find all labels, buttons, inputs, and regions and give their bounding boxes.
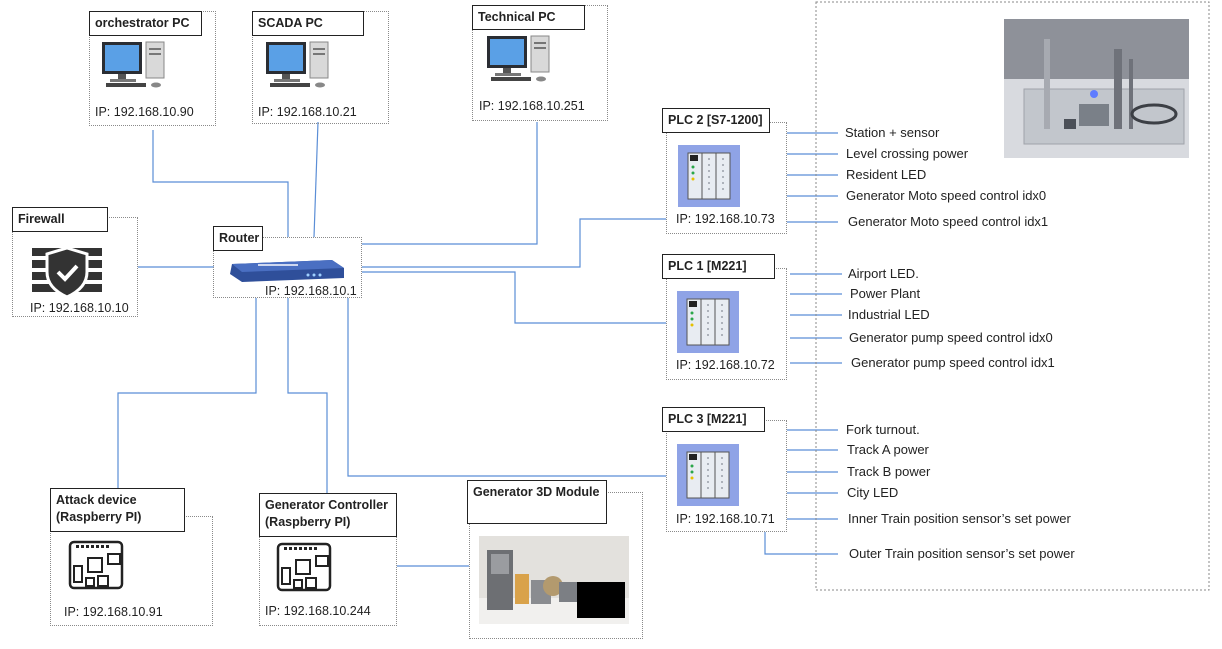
plc-module-icon xyxy=(678,145,740,212)
desktop-computer-icon xyxy=(100,40,172,93)
plc2-signal: Generator Moto speed control idx0 xyxy=(846,188,1047,203)
plc1-signal: Generator pump speed control idx1 xyxy=(851,355,1055,370)
plc3-signal: Track B power xyxy=(847,464,931,479)
plc3-signal: City LED xyxy=(847,485,899,500)
plc3-signal: Outer Train position sensor’s set power xyxy=(849,546,1075,561)
plc1-signal: Industrial LED xyxy=(848,307,930,322)
orchestrator-pc-title: orchestrator PC xyxy=(89,11,202,36)
raspberry-pi-board-icon xyxy=(276,542,332,597)
orchestrator-pc-ip: IP: 192.168.10.90 xyxy=(95,105,194,119)
plc3-title: PLC 3 [M221] xyxy=(662,407,765,432)
plc1-title: PLC 1 [M221] xyxy=(662,254,775,279)
plc2-ip: IP: 192.168.10.73 xyxy=(676,212,775,226)
plant-area xyxy=(815,1,1210,591)
generator-controller-ip: IP: 192.168.10.244 xyxy=(265,604,371,618)
plc-module-icon xyxy=(677,291,739,358)
plc1-signal: Airport LED. xyxy=(848,266,919,281)
router-title: Router xyxy=(213,226,263,251)
link-generator-controller xyxy=(287,298,328,493)
plc2-signal: Level crossing power xyxy=(846,146,969,161)
firewall-shield-icon xyxy=(32,244,102,305)
scada-pc-title: SCADA PC xyxy=(252,11,364,36)
plc1-ip: IP: 192.168.10.72 xyxy=(676,358,775,372)
plc-module-icon xyxy=(677,444,739,511)
link-orchestrator xyxy=(152,130,289,237)
link-scada xyxy=(313,121,319,238)
plc2-title: PLC 2 [S7-1200] xyxy=(662,108,770,133)
link-plc3 xyxy=(347,298,666,477)
plc3-signal: Track A power xyxy=(847,442,929,457)
plant-photo xyxy=(1004,19,1189,158)
attack-device-ip: IP: 192.168.10.91 xyxy=(64,605,163,619)
technical-pc-ip: IP: 192.168.10.251 xyxy=(479,99,585,113)
plc1-signal: Generator pump speed control idx0 xyxy=(849,330,1053,345)
firewall-title: Firewall xyxy=(12,207,108,232)
plc3-ip: IP: 192.168.10.71 xyxy=(676,512,775,526)
plc3-signal: Inner Train position sensor’s set power xyxy=(848,511,1071,526)
router-box[interactable] xyxy=(213,237,362,298)
raspberry-pi-board-icon xyxy=(68,540,124,595)
link-technical xyxy=(362,122,538,245)
attack-device-title: Attack device (Raspberry PI) xyxy=(50,488,185,532)
link-attack xyxy=(117,298,257,488)
scada-pc-ip: IP: 192.168.10.21 xyxy=(258,105,357,119)
router-ip: IP: 192.168.10.1 xyxy=(265,284,357,298)
desktop-computer-icon xyxy=(485,34,557,87)
generator-module-title: Generator 3D Module xyxy=(467,480,607,524)
plc2-signal: Generator Moto speed control idx1 xyxy=(848,214,1049,229)
link-plc2 xyxy=(362,218,666,268)
plc3-signal: Fork turnout. xyxy=(846,422,920,437)
link-plc1 xyxy=(362,271,666,324)
technical-pc-title: Technical PC xyxy=(472,5,585,30)
generator-module-photo xyxy=(479,536,629,629)
desktop-computer-icon xyxy=(264,40,336,93)
plc2-signal: Resident LED xyxy=(846,167,927,182)
firewall-ip: IP: 192.168.10.10 xyxy=(30,301,129,315)
generator-controller-title: Generator Controller (Raspberry PI) xyxy=(259,493,397,537)
router-device-icon xyxy=(228,254,346,289)
plc1-signal: Power Plant xyxy=(850,286,921,301)
plc2-signal: Station + sensor xyxy=(845,125,940,140)
